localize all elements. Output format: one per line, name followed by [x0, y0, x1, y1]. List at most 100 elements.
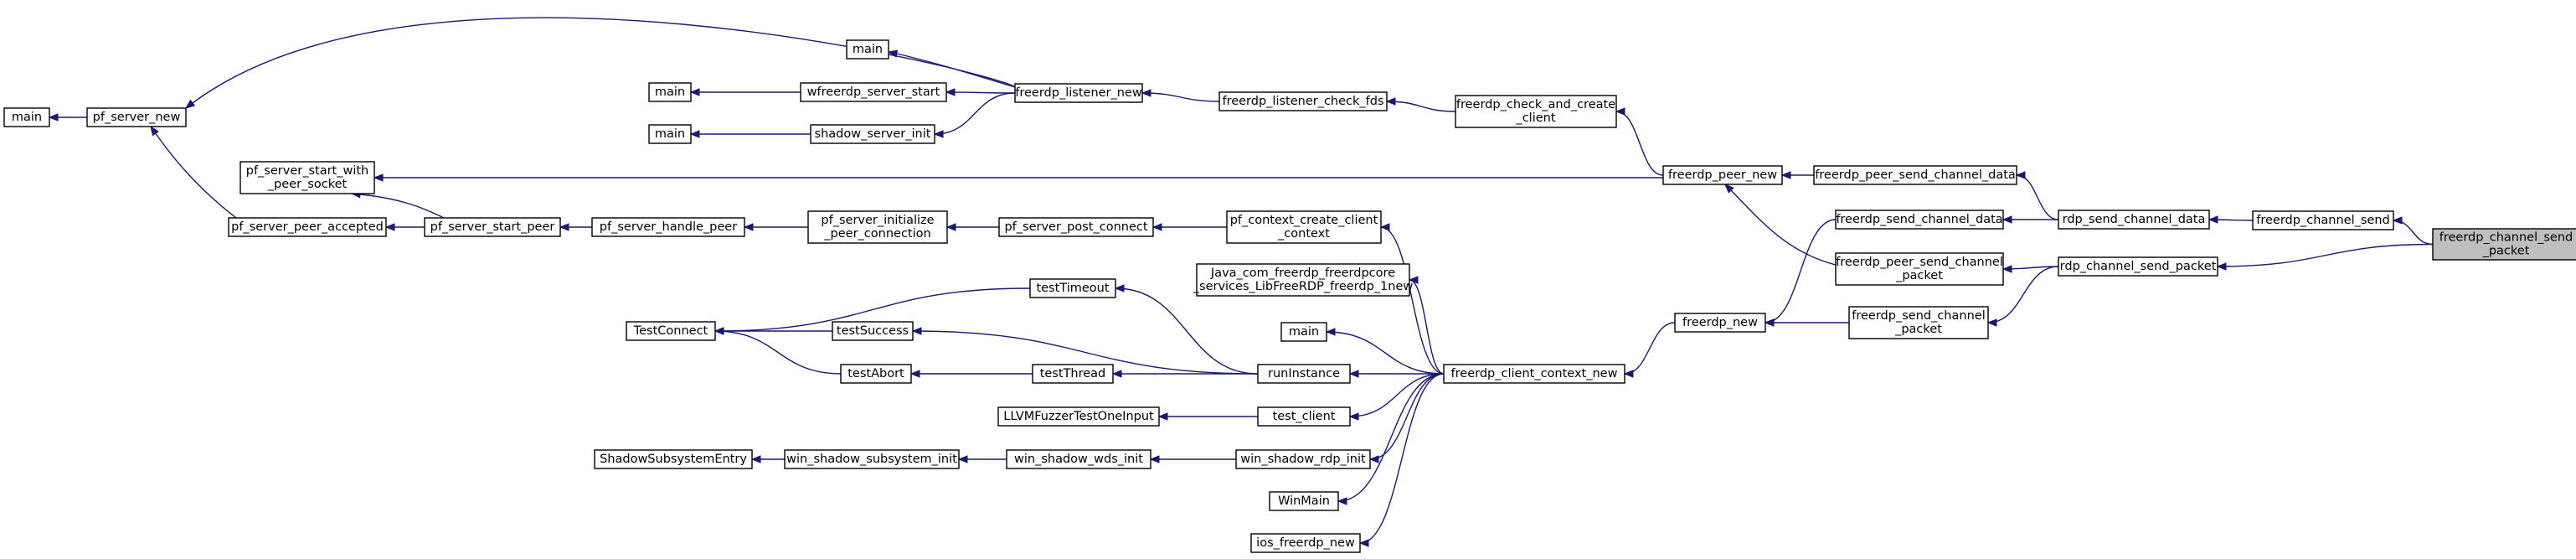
- node-box: [228, 217, 387, 237]
- function-node[interactable]: freerdp_send_channel_data: [1835, 210, 2004, 230]
- function-node[interactable]: freerdp_check_and_create_client: [1455, 95, 1617, 128]
- arrowhead-icon: [48, 113, 59, 122]
- node-box: [1250, 533, 1361, 553]
- arrowhead-icon: [1149, 455, 1160, 463]
- arrowhead-icon: [1358, 539, 1369, 547]
- node-label: freerdp_peer_new: [1668, 168, 1777, 182]
- edge-tclient-to-llvm: [1157, 412, 1258, 421]
- function-node[interactable]: pf_context_create_client_context: [1226, 210, 1382, 244]
- arrowhead-icon: [1615, 107, 1625, 116]
- function-node[interactable]: shadow_server_init: [810, 124, 935, 144]
- function-node[interactable]: rdp_send_channel_data: [2058, 210, 2210, 230]
- function-node[interactable]: pf_server_new: [86, 107, 187, 127]
- arrowhead-icon: [1157, 412, 1168, 421]
- node-box: [1032, 364, 1114, 384]
- function-node[interactable]: rdp_channel_send_packet: [2058, 256, 2218, 277]
- edge-fccn-to-java: [1408, 276, 1445, 375]
- function-node[interactable]: testSuccess: [832, 321, 914, 341]
- function-node[interactable]: ShadowSubsystemEntry: [594, 449, 753, 469]
- function-node[interactable]: main: [1280, 322, 1327, 342]
- function-node[interactable]: testThread: [1032, 364, 1114, 384]
- edge-wsri-to-wswi: [1149, 455, 1237, 463]
- function-node[interactable]: freerdp_new: [1674, 313, 1766, 333]
- function-node[interactable]: testTimeout: [1029, 278, 1116, 298]
- function-node[interactable]: freerdp_peer_new: [1662, 165, 1783, 185]
- node-label: freerdp_new: [1682, 316, 1758, 329]
- function-node[interactable]: freerdp_client_context_new: [1443, 364, 1625, 384]
- edge-rcsp-to-fpscp: [2002, 265, 2059, 273]
- function-node[interactable]: pf_server_start_peer: [424, 217, 561, 237]
- edge-fccn-to-winmain: [1337, 373, 1445, 505]
- edge-line: [2393, 220, 2434, 246]
- node-box: [807, 210, 948, 244]
- edge-rcsp-to-fscp: [1986, 266, 2059, 327]
- function-node[interactable]: WinMain: [1269, 491, 1339, 511]
- edge-line: [934, 92, 1016, 135]
- node-box: [832, 321, 914, 341]
- node-box: [1835, 210, 2004, 230]
- function-node[interactable]: freerdp_listener_new: [1014, 83, 1143, 103]
- edge-fln-to-wfss: [945, 88, 1016, 96]
- edges-layer: [48, 17, 2434, 547]
- node-box: [594, 449, 753, 469]
- function-node[interactable]: pf_server_initialize_peer_connection: [807, 210, 948, 244]
- edge-fpn-to-fcacc: [1615, 107, 1664, 176]
- edge-line: [714, 287, 1031, 332]
- node-label: freerdp_listener_check_fds: [1222, 95, 1383, 108]
- function-node[interactable]: pf_server_peer_accepted: [228, 217, 387, 237]
- function-node[interactable]: TestConnect: [626, 321, 716, 341]
- node-box: [1235, 449, 1371, 469]
- arrowhead-icon: [1379, 223, 1390, 231]
- function-node[interactable]: Java_com_freerdp_freerdpcore_services_Li…: [1193, 263, 1414, 297]
- edge-runi-to-ttimeout: [1114, 284, 1259, 375]
- node-label: freerdp_channel_send: [2256, 214, 2389, 227]
- arrowhead-icon: [689, 130, 700, 138]
- function-node[interactable]: LLVMFuzzerTestOneInput: [997, 406, 1160, 427]
- function-node[interactable]: main: [648, 124, 692, 144]
- root-function-node[interactable]: freerdp_channel_send_packet: [2432, 228, 2576, 261]
- edge-line: [912, 330, 1259, 375]
- function-node[interactable]: win_shadow_subsystem_init: [784, 449, 960, 469]
- node-box: [800, 82, 947, 102]
- function-node[interactable]: ios_freerdp_new: [1250, 533, 1361, 553]
- node-label: _packet: [1894, 323, 1942, 336]
- edge-fccn-to-main4: [1325, 328, 1445, 375]
- node-box: [1257, 406, 1351, 427]
- node-label: freerdp_peer_send_channel: [1836, 256, 2003, 269]
- node-label: _client: [1515, 111, 1555, 125]
- arrowhead-icon: [1348, 370, 1359, 378]
- arrowhead-icon: [2002, 215, 2012, 224]
- function-node[interactable]: win_shadow_wds_init: [1006, 449, 1151, 469]
- function-node[interactable]: win_shadow_rdp_init: [1235, 449, 1371, 469]
- function-node[interactable]: testAbort: [840, 364, 912, 384]
- function-node[interactable]: freerdp_channel_send: [2252, 210, 2394, 230]
- arrowhead-icon: [1325, 328, 1336, 336]
- arrowhead-icon: [373, 173, 384, 182]
- function-node[interactable]: pf_server_post_connect: [998, 217, 1154, 237]
- function-node[interactable]: pf_server_handle_peer: [591, 217, 745, 237]
- arrowhead-icon: [1151, 223, 1162, 231]
- function-node[interactable]: freerdp_listener_check_fds: [1218, 91, 1388, 111]
- function-node[interactable]: freerdp_peer_send_channel_data: [1813, 165, 2017, 185]
- function-node[interactable]: freerdp_peer_send_channel_packet: [1835, 252, 2004, 286]
- node-box: [998, 217, 1154, 237]
- function-node[interactable]: test_client: [1257, 406, 1351, 427]
- edge-runi-to-tthread: [1111, 370, 1259, 378]
- edge-line: [2016, 174, 2059, 220]
- node-box: [1226, 210, 1382, 244]
- function-node[interactable]: main: [3, 107, 50, 127]
- edge-line: [150, 126, 237, 219]
- function-node[interactable]: main: [648, 82, 692, 102]
- node-box: [626, 321, 716, 341]
- edge-fccn-to-tclient: [1348, 373, 1445, 421]
- arrowhead-icon: [150, 125, 159, 137]
- arrowhead-icon: [714, 327, 724, 335]
- edge-fcfds-to-fln: [1141, 89, 1220, 102]
- function-node[interactable]: main: [846, 39, 889, 60]
- edge-fscp-to-fnew: [1764, 318, 1849, 327]
- function-node[interactable]: wfreerdp_server_start: [800, 82, 947, 102]
- function-node[interactable]: pf_server_start_with_peer_socket: [240, 161, 375, 194]
- function-node[interactable]: runInstance: [1257, 364, 1351, 384]
- node-box: [1029, 278, 1116, 298]
- function-node[interactable]: freerdp_send_channel_packet: [1848, 306, 1989, 339]
